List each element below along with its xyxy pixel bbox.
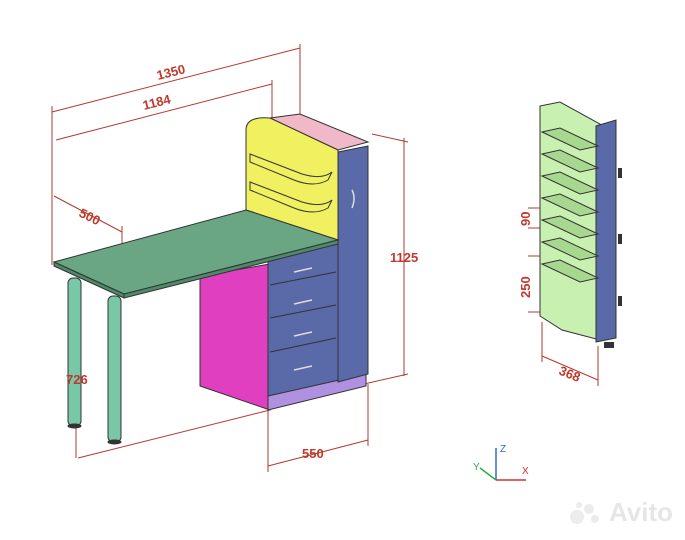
dim-shelf-spacing: 90 [518,212,533,226]
upper-shelf [249,153,333,185]
dim-top-depth: 500 [77,205,103,228]
shelf-rack [539,101,622,348]
rack-shelves [540,127,600,283]
dim-overall-width: 1350 [155,61,187,83]
dim-cabinet-depth: 550 [302,446,324,461]
rear-leg [107,295,122,443]
dim-table-height: 726 [66,372,88,387]
column-handle [351,189,355,209]
cabinet-side [199,263,271,411]
axis-y-label: Y [473,462,480,473]
axis-x-label: X [522,466,529,477]
avito-logo-icon [569,501,599,524]
dimension-labels: 1350 1184 500 1125 726 550 90 250 368 [66,61,583,461]
drawer-front [267,243,339,397]
lower-shelf [249,181,333,213]
desk [52,113,370,445]
plinth [267,373,367,411]
drawer-dividers [269,271,337,353]
rack-side [595,119,617,343]
tall-column [337,145,369,383]
drawer-handles [293,267,313,371]
dim-top-width: 1184 [141,91,173,113]
axis-gizmo: Z Y X [473,444,529,481]
front-leg [67,277,82,427]
dim-lower-section: 250 [518,276,533,298]
axis-z-label: Z [500,444,506,455]
dim-total-height: 1125 [390,250,418,265]
avito-text: Avito [608,497,673,527]
avito-watermark: Avito [569,497,673,528]
dim-shelf-width: 368 [557,363,583,385]
